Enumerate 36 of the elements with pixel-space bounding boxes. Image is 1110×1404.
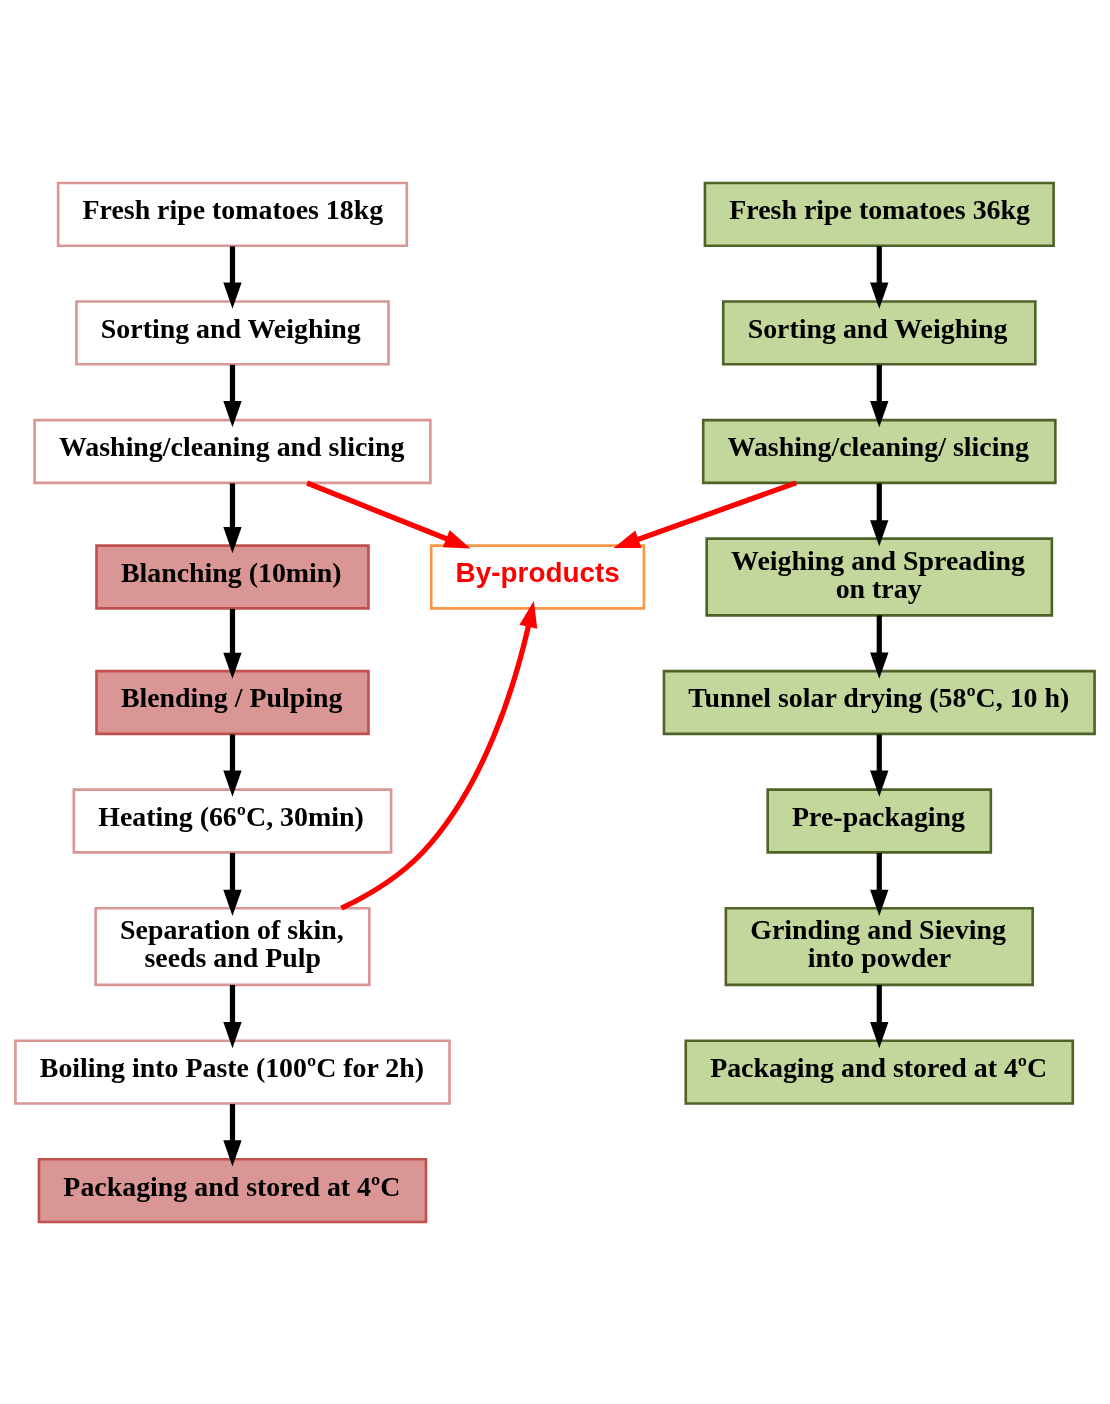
node-box: Fresh ripe tomatoes 36kg: [703, 181, 1055, 247]
node-box: By-products: [429, 543, 646, 610]
arrow: [223, 482, 242, 553]
node-box: Weighing and Spreading on tray: [705, 536, 1054, 617]
node-box: Boiling into Paste (100ºC for 2h): [14, 1038, 451, 1105]
arrow: [870, 733, 889, 797]
node-box: Blanching (10min): [95, 543, 370, 610]
arrow: [223, 364, 242, 427]
node-box: Grinding and Sieving into powder: [724, 906, 1034, 986]
arrow: [223, 852, 242, 916]
node-box: Washing/cleaning and slicing: [33, 418, 432, 484]
arrow: [870, 245, 889, 309]
arrow: [870, 364, 889, 427]
arrow: [223, 245, 242, 309]
arrow: [306, 480, 471, 548]
node-box: Packaging and stored at 4ºC: [37, 1157, 428, 1223]
arrow: [870, 614, 889, 679]
node-box: Fresh ripe tomatoes 18kg: [56, 181, 409, 247]
node-box: Sorting and Weighing: [721, 299, 1037, 366]
node-box: Washing/cleaning/ slicing: [701, 418, 1057, 484]
node-box: Packaging and stored at 4ºC: [684, 1038, 1075, 1105]
arrow: [870, 984, 889, 1048]
node-box: Separation of skin, seeds and Pulp: [94, 906, 371, 986]
arrow: [223, 733, 242, 797]
arrow: [870, 852, 889, 916]
node-box: Tunnel solar drying (58ºC, 10 h): [662, 669, 1096, 735]
arrow: [223, 984, 242, 1048]
arrow: [223, 1103, 242, 1166]
arrow: [613, 479, 797, 548]
node-box: Pre-packaging: [766, 787, 993, 854]
arrow: [223, 608, 242, 679]
node-box: Blending / Pulping: [95, 669, 370, 735]
arrow: [340, 600, 538, 911]
arrow: [870, 482, 889, 546]
node-box: Heating (66ºC, 30min): [72, 787, 393, 854]
node-box: Sorting and Weighing: [75, 299, 390, 366]
